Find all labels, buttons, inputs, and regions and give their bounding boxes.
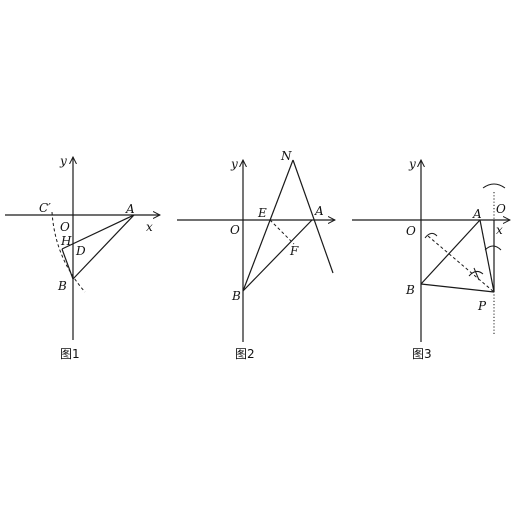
fig1-label-O: O (60, 220, 70, 234)
fig1-label-B: B (57, 279, 67, 293)
fig2-label-O: O (230, 223, 240, 237)
fig2-label-F: F (289, 244, 299, 258)
figure-1: y x O A B C′ H D 图1 (5, 154, 160, 361)
fig3-label-P: P (477, 299, 487, 313)
fig1-label-H: H (60, 234, 72, 248)
figure-3: y O A O x B P 图3 (352, 157, 510, 361)
fig3-segment-AP (479, 219, 495, 293)
fig1-label-D: D (75, 244, 86, 258)
fig1-dashed-arc (51, 211, 86, 293)
fig1-label-x: x (146, 220, 153, 234)
fig1-segment-HB (61, 248, 74, 280)
fig2-label-B: B (231, 289, 241, 303)
fig2-label-N: N (280, 149, 292, 163)
fig3-arc-right (484, 245, 502, 251)
fig3-dashed-bisector (427, 235, 495, 293)
fig3-caption: 图3 (412, 347, 432, 361)
fig3-arc-top (482, 183, 506, 189)
fig3-arc-left (424, 232, 438, 239)
figure-2: y N O E A F B 图2 (177, 149, 335, 361)
fig3-label-x: x (496, 223, 503, 237)
fig3-tick-mark (473, 267, 480, 281)
fig3-label-O: O (406, 224, 416, 238)
fig1-label-A: A (125, 202, 135, 216)
fig1-label-C-prime: C′ (39, 201, 51, 215)
fig2-segment-BA (242, 219, 313, 292)
fig3-label-B: B (405, 283, 415, 297)
fig1-caption: 图1 (60, 347, 80, 361)
fig2-line-NA (292, 159, 334, 274)
fig3-label-A: A (472, 207, 482, 221)
fig2-caption: 图2 (235, 347, 255, 361)
fig1-segment-AB (72, 214, 135, 280)
fig2-label-E: E (257, 206, 267, 220)
fig3-label-O-right: O (496, 202, 506, 216)
fig2-line-BN (242, 159, 294, 292)
fig3-label-y: y (408, 157, 416, 171)
fig1-segment-HA (61, 214, 135, 250)
fig3-segment-BP (420, 283, 495, 293)
fig1-label-y: y (59, 154, 67, 168)
fig2-label-A: A (314, 204, 324, 218)
fig2-label-y: y (230, 157, 238, 171)
fig2-dashed-EF (269, 219, 295, 245)
fig3-segment-BA (420, 219, 481, 285)
